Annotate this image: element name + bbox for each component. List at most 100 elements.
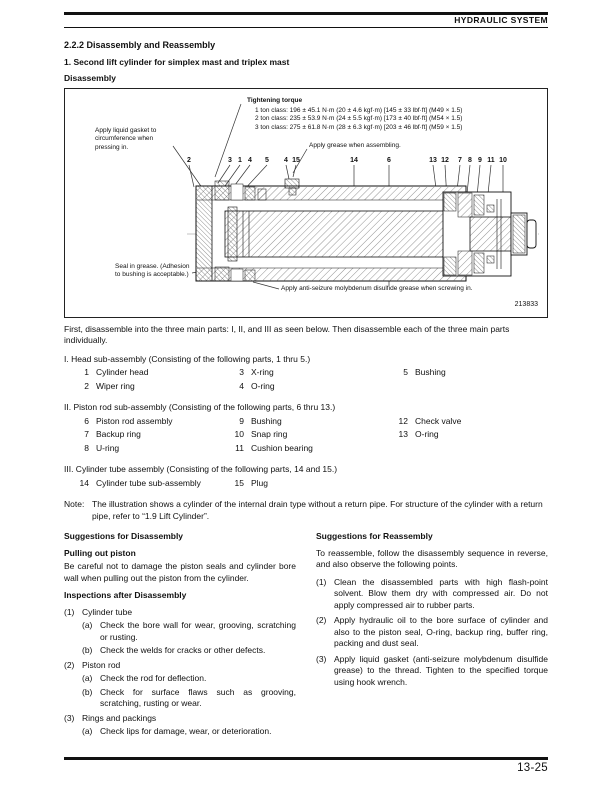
part-item: 7 Backup ring bbox=[76, 429, 231, 441]
assembly-section-2: II. Piston rod sub-assembly (Consisting … bbox=[64, 402, 548, 456]
part-number-3: 3 bbox=[228, 156, 232, 164]
part-no: 8 bbox=[84, 442, 89, 453]
part-number-8: 8 bbox=[468, 156, 472, 164]
sub-item: (b)Check the welds for cracks or other d… bbox=[82, 645, 296, 657]
item-text: Apply hydraulic oil to the bore surface … bbox=[334, 615, 548, 648]
page-number: 13-25 bbox=[517, 762, 548, 774]
disassembly-suggestions-column: Suggestions for Disassembly Pulling out … bbox=[64, 531, 296, 741]
part-no: 6 bbox=[84, 415, 89, 426]
reassembly-suggestions-column: Suggestions for Reassembly To reassemble… bbox=[316, 531, 548, 741]
assembly-2-title: II. Piston rod sub-assembly (Consisting … bbox=[64, 402, 336, 412]
note-block: Note: The illustration shows a cylinder … bbox=[64, 499, 548, 522]
part-number-5: 5 bbox=[265, 156, 269, 164]
header-rule-thin bbox=[64, 27, 548, 28]
part-number-4b: 4 bbox=[284, 156, 288, 164]
torque-callout-title: Tightening torque bbox=[247, 96, 303, 104]
sub-number: (a) bbox=[82, 620, 93, 630]
cylinder-cross-section-drawing bbox=[172, 103, 539, 289]
sub-number: (a) bbox=[82, 673, 93, 683]
assembly-section-3: III. Cylinder tube assembly (Consisting … bbox=[64, 464, 548, 491]
inspection-subitems: (a)Check the bore wall for wear, groovin… bbox=[82, 620, 296, 657]
part-name: Backup ring bbox=[96, 429, 141, 439]
sub-number: (a) bbox=[82, 726, 93, 736]
part-name: O-ring bbox=[251, 380, 275, 391]
part-no: 15 bbox=[234, 477, 244, 488]
sub-text: Check lips for damage, wear, or deterior… bbox=[100, 726, 272, 736]
item-number: (2) bbox=[316, 615, 327, 625]
sub-item: (b)Check for surface flaws such as groov… bbox=[82, 687, 296, 710]
header-title: HYDRAULIC SYSTEM bbox=[454, 15, 548, 25]
part-no: 9 bbox=[239, 415, 244, 426]
part-item: 8 U-ring bbox=[76, 443, 231, 455]
sub-number: (b) bbox=[82, 645, 93, 655]
disassembly-heading: Disassembly bbox=[64, 73, 116, 83]
right-column-heading: Suggestions for Reassembly bbox=[316, 531, 433, 541]
cylinder-figure: Tightening torque 1 ton class: 196 ± 45.… bbox=[64, 87, 548, 318]
part-name: U-ring bbox=[96, 442, 120, 453]
item-title: Piston rod bbox=[82, 659, 121, 670]
grease-callout: Apply grease when assembling. bbox=[309, 141, 401, 149]
part-no: 3 bbox=[239, 367, 244, 377]
part-number-2: 2 bbox=[187, 156, 191, 164]
sub-text: Check the rod for deflection. bbox=[100, 673, 207, 683]
sub-item: (a) Check the rod for deflection. bbox=[82, 673, 296, 685]
reassembly-intro: To reassemble, follow the disassembly se… bbox=[316, 547, 548, 570]
part-no: 14 bbox=[79, 477, 89, 488]
part-item: 9 Bushing bbox=[231, 416, 395, 428]
item-text: Clean the disassembled parts with high f… bbox=[334, 576, 548, 610]
item-number: (2) bbox=[64, 659, 75, 670]
part-name: Bushing bbox=[415, 367, 446, 377]
intro-paragraph: First, disassemble into the three main p… bbox=[64, 323, 510, 346]
assembly-section-1: I. Head sub-assembly (Consisting of the … bbox=[64, 354, 548, 395]
part-no: 7 bbox=[84, 429, 89, 439]
part-no: 11 bbox=[235, 442, 244, 453]
part-number-14: 14 bbox=[350, 156, 358, 164]
page-content: 2.2.2 Disassembly and Reassembly 1. Seco… bbox=[64, 40, 548, 741]
torque-line-3ton: 3 ton class: 275 ± 61.8 N·m (28 ± 6.3 kg… bbox=[255, 123, 463, 131]
part-name: Wiper ring bbox=[96, 380, 135, 391]
part-name: Piston rod assembly bbox=[96, 415, 173, 426]
torque-callout-lines: 1 ton class: 196 ± 45.1 N·m (20 ± 4.6 kg… bbox=[255, 107, 462, 133]
item-number: (1) bbox=[64, 606, 75, 617]
pulling-out-piston-text: Be careful not to damage the piston seal… bbox=[64, 561, 296, 583]
item-number: (3) bbox=[64, 712, 75, 723]
pulling-out-piston-heading: Pulling out piston bbox=[64, 547, 136, 558]
part-name: Plug bbox=[251, 477, 269, 488]
part-no: 13 bbox=[398, 429, 408, 439]
part-number-10: 10 bbox=[499, 156, 507, 164]
part-name: Cushion bearing bbox=[251, 442, 313, 453]
assembly-1-title: I. Head sub-assembly (Consisting of the … bbox=[64, 353, 311, 364]
part-name: Bushing bbox=[251, 415, 282, 426]
left-column-heading: Suggestions for Disassembly bbox=[64, 531, 184, 541]
inspection-subitems: (a) Check lips for damage, wear, or deter… bbox=[82, 726, 296, 738]
part-name: X-ring bbox=[251, 367, 274, 377]
inspection-item: (2) Piston rod bbox=[64, 660, 296, 672]
figure-number: 213833 bbox=[514, 300, 538, 308]
part-no: 1 bbox=[84, 367, 89, 377]
part-number-15: 15 bbox=[292, 156, 300, 164]
item-text: Apply liquid gasket (anti-seizure molybd… bbox=[334, 653, 548, 687]
torque-line-2ton: 2 ton class: 235 ± 53.9 N·m (24 ± 5.5 kg… bbox=[255, 115, 463, 122]
part-number-6: 6 bbox=[387, 156, 391, 164]
part-name: Snap ring bbox=[251, 429, 288, 439]
inspections-heading: Inspections after Disassembly bbox=[64, 590, 187, 600]
seal-in-grease-callout: Seal in grease. (Adhesion to bushing is … bbox=[115, 262, 190, 279]
header-rule-thick bbox=[64, 12, 548, 15]
reassembly-item: (1) Clean the disassembled parts with hi… bbox=[316, 577, 548, 612]
item-number: (1) bbox=[316, 576, 327, 587]
part-no: 4 bbox=[239, 380, 244, 391]
part-number-4: 4 bbox=[248, 156, 252, 164]
part-number-7: 7 bbox=[458, 156, 462, 164]
part-name: Check valve bbox=[415, 415, 462, 426]
part-number-11: 11 bbox=[487, 156, 495, 164]
